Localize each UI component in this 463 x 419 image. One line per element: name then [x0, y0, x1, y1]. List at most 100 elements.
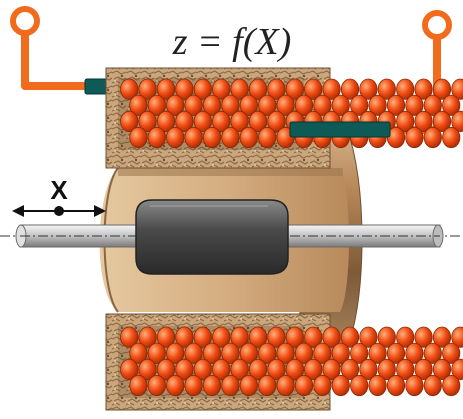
coil-turn: [442, 374, 461, 397]
coil-turn: [258, 126, 277, 149]
coil-turn: [193, 78, 212, 100]
coil-turn: [368, 374, 387, 397]
coil-turn: [230, 326, 249, 348]
coil-turn: [138, 78, 157, 100]
coil-turn: [442, 126, 461, 149]
coil-turn: [166, 342, 185, 364]
coil-turn: [423, 342, 442, 364]
coil-turn: [193, 110, 212, 133]
coil-turn: [451, 358, 463, 380]
coil-turn: [120, 110, 139, 133]
coil-turn: [175, 358, 194, 380]
coil-turn: [377, 78, 396, 100]
coil-turn: [221, 94, 240, 116]
coil-turn: [147, 94, 166, 116]
coil-turn: [129, 374, 148, 397]
coil-turn: [221, 342, 240, 364]
coil-turn: [120, 78, 139, 100]
coil-turn: [322, 358, 341, 380]
coil-turn: [414, 326, 433, 348]
coil-turn: [322, 78, 341, 100]
coil-turn: [166, 94, 185, 116]
coil-turn: [212, 358, 231, 380]
coil-turn: [432, 358, 452, 380]
coil-turn: [359, 326, 378, 348]
coil-turn: [304, 358, 323, 380]
coil-turn: [386, 374, 406, 397]
coil-turn: [322, 326, 341, 348]
coil-turn: [294, 374, 314, 397]
coil-turn: [414, 78, 433, 100]
coil-turn: [175, 110, 194, 133]
coil-turn: [405, 94, 424, 116]
coil-turn: [313, 342, 332, 364]
coil-turn: [359, 78, 378, 100]
coil-turn: [258, 374, 277, 397]
coil-turn: [184, 374, 203, 397]
coil-winding-bottom: [120, 326, 463, 397]
coil-turn: [212, 78, 231, 100]
coil-turn: [138, 358, 157, 380]
coil-turn: [147, 126, 166, 149]
coil-turn: [276, 374, 295, 397]
coil-turn: [313, 94, 332, 116]
coil-turn: [239, 126, 258, 149]
coil-turn: [147, 374, 166, 397]
double-arrow-icon: [12, 205, 106, 217]
coil-turn: [202, 342, 222, 364]
coil-turn: [442, 94, 461, 116]
coil-turn: [423, 374, 442, 397]
coil-turn: [294, 94, 314, 116]
coil-turn: [120, 326, 139, 348]
coil-turn: [221, 126, 240, 149]
coil-turn: [285, 358, 304, 380]
coil-turn: [423, 126, 442, 149]
coil-turn: [276, 342, 295, 364]
coil-turn: [350, 94, 369, 116]
coil-turn: [423, 94, 442, 116]
coil-turn: [248, 358, 268, 380]
coil-turn: [396, 358, 415, 380]
coil-turn: [156, 358, 176, 380]
coil-turn: [156, 110, 176, 133]
displacement-label: X: [50, 175, 68, 205]
coil-turn: [276, 94, 295, 116]
coil-turn: [239, 342, 258, 364]
coil-turn: [248, 326, 268, 348]
coil-turn: [340, 78, 360, 100]
coil-turn: [129, 342, 148, 364]
coil-turn: [442, 342, 461, 364]
coil-turn: [258, 342, 277, 364]
coil-turn: [138, 326, 157, 348]
coil-turn: [193, 326, 212, 348]
coil-turn: [386, 94, 406, 116]
coil-turn: [377, 358, 396, 380]
coil-turn: [294, 342, 314, 364]
coil-turn: [239, 374, 258, 397]
coil-turn: [267, 110, 286, 133]
coil-turn: [166, 126, 185, 149]
coil-turn: [340, 326, 360, 348]
coil-turn: [432, 110, 452, 133]
coil-turn: [193, 358, 212, 380]
coil-turn: [304, 326, 323, 348]
coil-turn: [184, 126, 203, 149]
coil-turn: [405, 342, 424, 364]
coil-turn: [248, 110, 268, 133]
coil-turn: [129, 126, 148, 149]
terminal-ring-icon: [10, 6, 40, 36]
coil-turn: [147, 342, 166, 364]
coil-turn: [451, 78, 463, 100]
coil-turn: [202, 374, 222, 397]
coil-turn: [267, 326, 286, 348]
coil-turn: [239, 94, 258, 116]
coil-turn: [230, 78, 249, 100]
coil-turn: [359, 358, 378, 380]
coil-turn: [267, 358, 286, 380]
terminal-ring-icon: [422, 10, 452, 40]
coil-turn: [184, 94, 203, 116]
coil-turn: [166, 374, 185, 397]
coil-turn: [230, 358, 249, 380]
coil-turn: [267, 78, 286, 100]
